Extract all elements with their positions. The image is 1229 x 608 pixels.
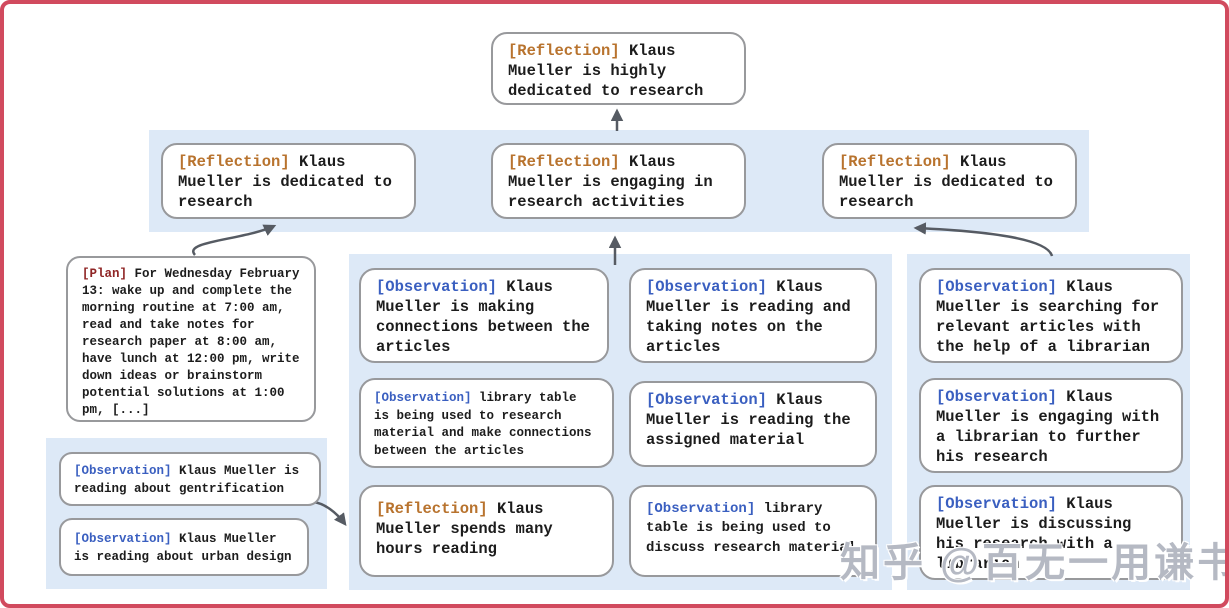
- node-text: Klaus Mueller spends many hours reading: [376, 500, 553, 559]
- node-text: library table is being used to research …: [374, 391, 592, 458]
- node-obs-assigned: [Observation] Klaus Mueller is reading t…: [629, 381, 877, 467]
- node-obs-gentrification: [Observation] Klaus Mueller is reading a…: [59, 452, 321, 506]
- node-obs-table-research: [Observation] library table is being use…: [359, 378, 614, 468]
- node-text: Klaus Mueller is making connections betw…: [376, 278, 590, 357]
- reflection-tag: [Reflection]: [839, 153, 951, 171]
- site-watermark: 知乎 @百无一用谦书生: [840, 541, 1225, 585]
- node-obs-table-discuss: [Observation] library table is being use…: [629, 485, 877, 577]
- node-text: Klaus Mueller is highly dedicated to res…: [508, 42, 704, 101]
- reflection-tag: [Reflection]: [178, 153, 290, 171]
- node-text: Klaus Mueller is reading about urban des…: [74, 532, 292, 564]
- node-reflection-hours: [Reflection] Klaus Mueller spends many h…: [359, 485, 614, 577]
- observation-tag: [Observation]: [374, 391, 472, 405]
- node-obs-urban-design: [Observation] Klaus Mueller is reading a…: [59, 518, 309, 576]
- node-text: Klaus Mueller is engaging with a librari…: [936, 388, 1160, 467]
- node-text: Klaus Mueller is engaging in research ac…: [508, 153, 713, 212]
- plan-tag: [Plan]: [82, 267, 128, 281]
- node-text: library table is being used to discuss r…: [646, 501, 857, 556]
- node-text: Klaus Mueller is reading and taking note…: [646, 278, 851, 357]
- observation-tag: [Observation]: [646, 501, 756, 517]
- node-obs-connections: [Observation] Klaus Mueller is making co…: [359, 268, 609, 363]
- observation-tag: [Observation]: [936, 388, 1057, 406]
- observation-tag: [Observation]: [376, 278, 497, 296]
- node-plan: [Plan] For Wednesday February 13: wake u…: [66, 256, 316, 422]
- node-text: Klaus Mueller is dedicated to research: [178, 153, 392, 212]
- node-reflection-right: [Reflection] Klaus Mueller is dedicated …: [822, 143, 1077, 219]
- reflection-tag: [Reflection]: [508, 42, 620, 60]
- observation-tag: [Observation]: [936, 278, 1057, 296]
- node-text: Klaus Mueller is reading about gentrific…: [74, 464, 300, 496]
- observation-tag: [Observation]: [74, 464, 172, 478]
- node-text: Klaus Mueller is discussing his research…: [936, 495, 1132, 574]
- node-text: Klaus Mueller is searching for relevant …: [936, 278, 1160, 357]
- node-reflection-top: [Reflection] Klaus Mueller is highly ded…: [491, 32, 746, 105]
- reflection-tag: [Reflection]: [376, 500, 488, 518]
- node-text: For Wednesday February 13: wake up and c…: [82, 267, 300, 417]
- node-text: Klaus Mueller is dedicated to research: [839, 153, 1053, 212]
- observation-tag: [Observation]: [646, 278, 767, 296]
- observation-tag: [Observation]: [74, 532, 172, 546]
- reflection-tag: [Reflection]: [508, 153, 620, 171]
- node-reflection-left: [Reflection] Klaus Mueller is dedicated …: [161, 143, 416, 219]
- observation-tag: [Observation]: [936, 495, 1057, 513]
- node-text: Klaus Mueller is reading the assigned ma…: [646, 391, 851, 450]
- node-obs-engaging-librarian: [Observation] Klaus Mueller is engaging …: [919, 378, 1183, 473]
- node-obs-searching: [Observation] Klaus Mueller is searching…: [919, 268, 1183, 363]
- node-reflection-mid: [Reflection] Klaus Mueller is engaging i…: [491, 143, 746, 219]
- observation-tag: [Observation]: [646, 391, 767, 409]
- node-obs-taking-notes: [Observation] Klaus Mueller is reading a…: [629, 268, 877, 363]
- arrow-right-to-reflection-right: [913, 222, 1054, 257]
- node-obs-discussing: [Observation] Klaus Mueller is discussin…: [919, 485, 1183, 580]
